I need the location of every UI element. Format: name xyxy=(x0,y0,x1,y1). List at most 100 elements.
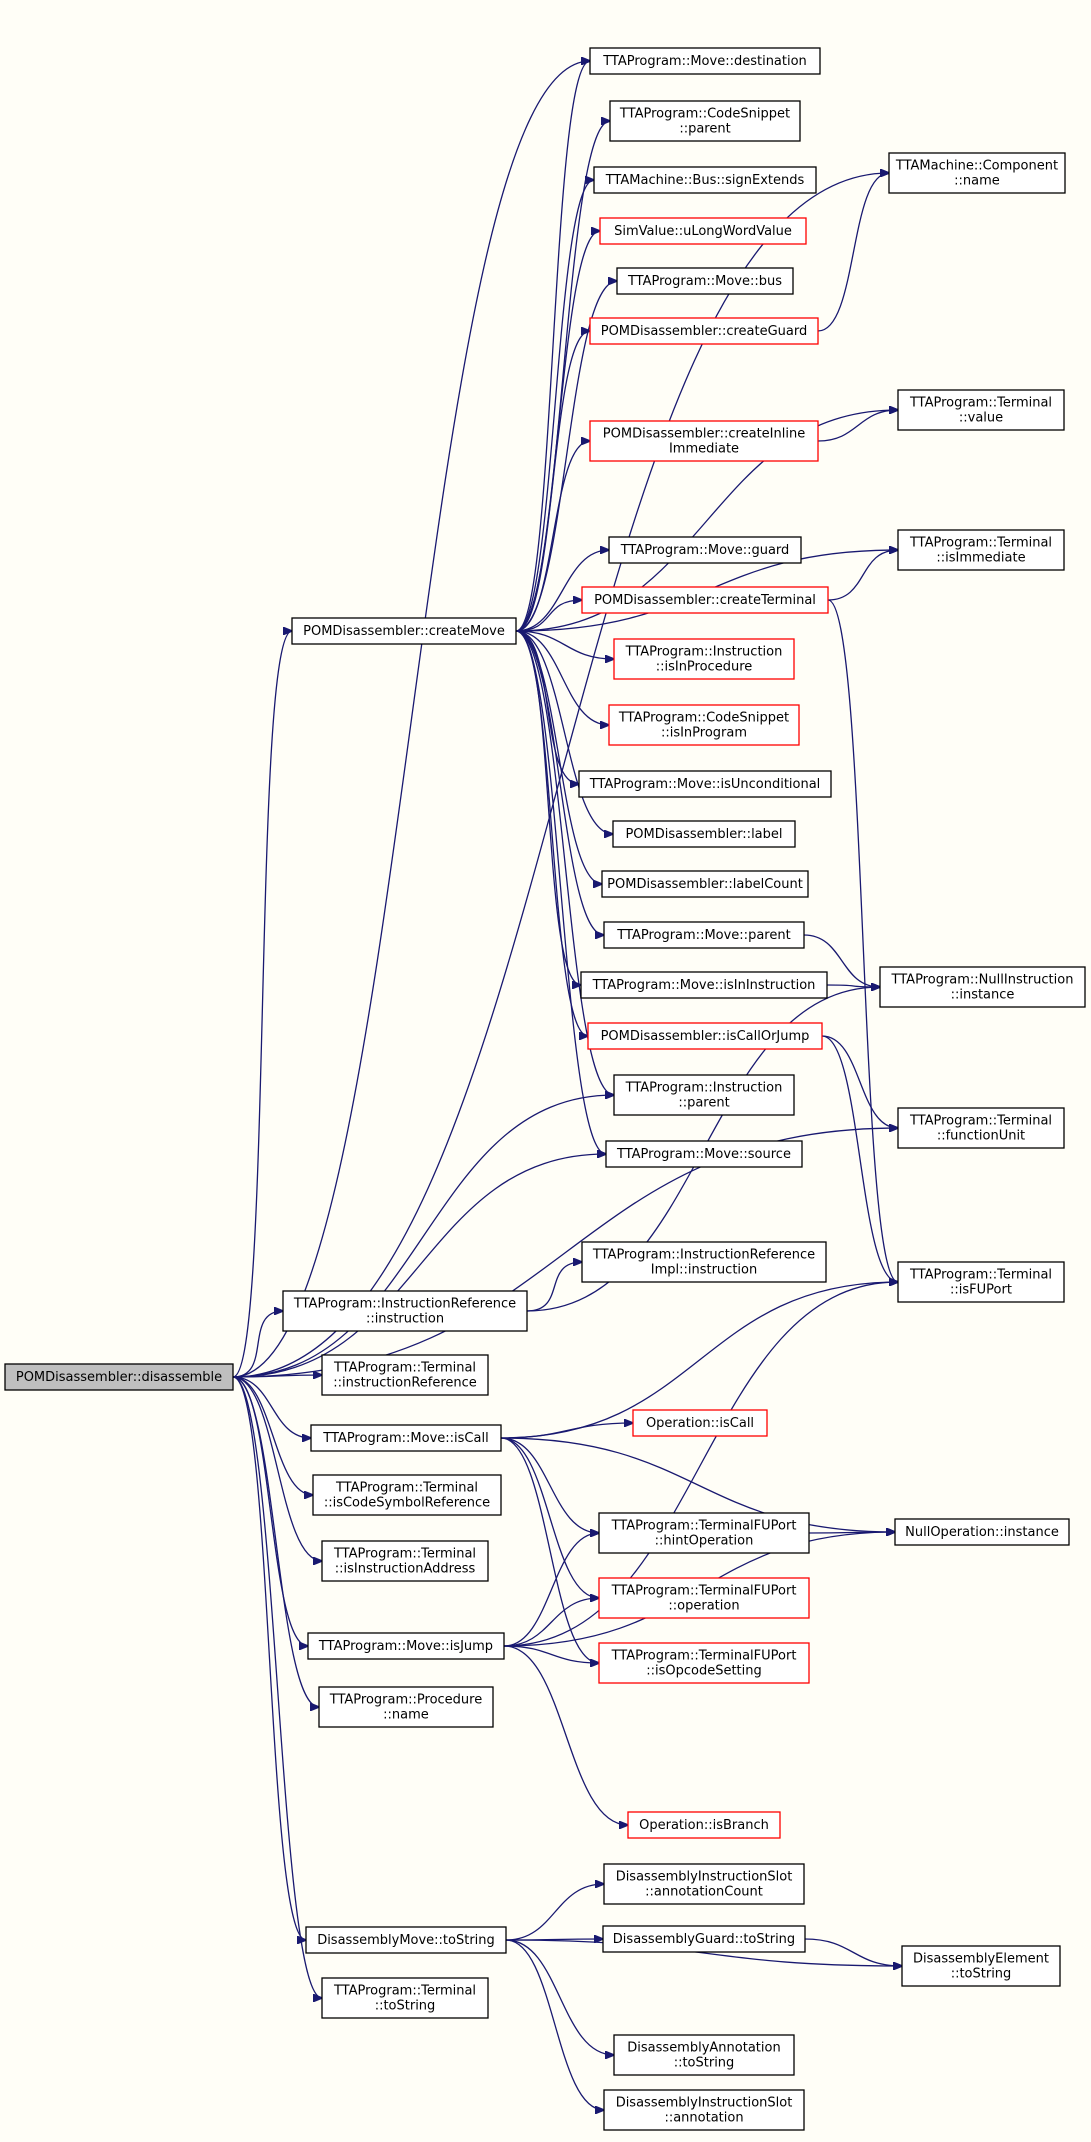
node-instrIsInProcedure[interactable]: TTAProgram::Instruction::isInProcedure xyxy=(613,638,795,680)
node-terminalToString[interactable]: TTAProgram::Terminal::toString xyxy=(321,1977,489,2019)
call-edge-disassemble-to-terminalToString xyxy=(232,1376,322,1998)
node-moveGuard[interactable]: TTAProgram::Move::guard xyxy=(608,536,802,564)
node-isCallOrJump[interactable]: POMDisassembler::isCallOrJump xyxy=(587,1022,823,1050)
node-codeSnippetParent[interactable]: TTAProgram::CodeSnippet::parent xyxy=(609,100,801,142)
node-label-line: ::annotation xyxy=(664,2111,743,2126)
node-slotAnnotation[interactable]: DisassemblyInstructionSlot::annotation xyxy=(603,2089,805,2131)
node-disassemble[interactable]: POMDisassembler::disassemble xyxy=(4,1363,234,1391)
node-operationIsCall[interactable]: Operation::isCall xyxy=(632,1409,768,1437)
call-edge-disassemble-to-moveDestination xyxy=(232,61,590,1378)
call-edge-isCallOrJump-to-terminalIsFUPort xyxy=(821,1035,898,1282)
node-moveIsJump[interactable]: TTAProgram::Move::isJump xyxy=(307,1632,505,1660)
node-moveIsInInstruction[interactable]: TTAProgram::Move::isInInstruction xyxy=(580,971,828,999)
node-label-line: POMDisassembler::createInline xyxy=(603,427,805,442)
node-label-line: TTAProgram::Terminal xyxy=(909,1114,1052,1129)
node-createGuard[interactable]: POMDisassembler::createGuard xyxy=(589,317,819,345)
node-createMove[interactable]: POMDisassembler::createMove xyxy=(291,617,517,645)
node-pomLabelCount[interactable]: POMDisassembler::labelCount xyxy=(601,870,809,898)
node-pomLabel[interactable]: POMDisassembler::label xyxy=(612,820,796,848)
node-nullOperationInstance[interactable]: NullOperation::instance xyxy=(894,1518,1070,1546)
node-disGuardToString[interactable]: DisassemblyGuard::toString xyxy=(602,1925,806,1953)
node-box xyxy=(608,704,800,746)
call-edge-createTerminal-to-terminalIsImmediate xyxy=(827,550,898,601)
node-fuPortIsOpcodeSetting[interactable]: TTAProgram::TerminalFUPort::isOpcodeSett… xyxy=(598,1642,810,1684)
node-moveDestination[interactable]: TTAProgram::Move::destination xyxy=(589,47,821,75)
node-irImplInstruction[interactable]: TTAProgram::InstructionReferenceImpl::in… xyxy=(581,1241,827,1283)
node-layer: POMDisassembler::disassemble POMDisassemb… xyxy=(4,47,1086,2131)
call-edge-moveParent-to-nullInstructionInstance xyxy=(803,934,880,987)
node-label-line: TTAProgram::TerminalFUPort xyxy=(611,1519,797,1534)
node-box xyxy=(888,152,1066,194)
node-label-line: TTAProgram::Terminal xyxy=(335,1481,478,1496)
node-label-line: ::isInstructionAddress xyxy=(335,1562,476,1577)
node-procedureName[interactable]: TTAProgram::Procedure::name xyxy=(318,1686,494,1728)
node-label-line: Impl::instruction xyxy=(651,1263,757,1278)
node-busSignExtends[interactable]: TTAMachine::Bus::signExtends xyxy=(593,166,817,194)
call-edge-createMove-to-createInlineImmediate xyxy=(515,441,590,632)
node-componentName[interactable]: TTAMachine::Component::name xyxy=(888,152,1066,194)
node-fuPortOperation[interactable]: TTAProgram::TerminalFUPort::operation xyxy=(598,1577,810,1619)
node-irInstruction[interactable]: TTAProgram::InstructionReference::instru… xyxy=(282,1290,528,1332)
node-slotAnnotationCount[interactable]: DisassemblyInstructionSlot::annotationCo… xyxy=(603,1863,805,1905)
node-box xyxy=(598,1512,810,1554)
node-operationIsBranch[interactable]: Operation::isBranch xyxy=(627,1811,781,1839)
node-moveBus[interactable]: TTAProgram::Move::bus xyxy=(616,267,794,295)
node-moveParent[interactable]: TTAProgram::Move::parent xyxy=(603,921,805,949)
node-label-line: POMDisassembler::labelCount xyxy=(607,877,803,892)
node-uLongWordValue[interactable]: SimValue::uLongWordValue xyxy=(599,217,807,245)
node-moveIsUnconditional[interactable]: TTAProgram::Move::isUnconditional xyxy=(578,770,832,798)
node-label-line: ::instructionReference xyxy=(333,1376,477,1391)
node-label-line: POMDisassembler::createTerminal xyxy=(594,593,816,608)
call-edge-disassemble-to-procedureName xyxy=(232,1376,319,1707)
node-terminalFunctionUnit[interactable]: TTAProgram::Terminal::functionUnit xyxy=(897,1107,1065,1149)
call-edge-disMoveToString-to-disAnnotationToString xyxy=(505,1939,614,2055)
call-edge-disMoveToString-to-disElementToString xyxy=(505,1939,902,1966)
node-box xyxy=(593,166,817,194)
node-label-line: Immediate xyxy=(669,442,739,457)
node-box xyxy=(901,1945,1061,1987)
node-box xyxy=(318,1686,494,1728)
node-moveIsCall[interactable]: TTAProgram::Move::isCall xyxy=(310,1424,502,1452)
call-edge-createMove-to-instructionParent xyxy=(515,630,614,1095)
node-box xyxy=(578,770,832,798)
node-terminalIsCodeSymbolReference[interactable]: TTAProgram::Terminal::isCodeSymbolRefere… xyxy=(312,1474,502,1516)
node-terminalIsFUPort[interactable]: TTAProgram::Terminal::isFUPort xyxy=(897,1261,1065,1303)
node-nullInstructionInstance[interactable]: TTAProgram::NullInstruction::instance xyxy=(879,966,1086,1008)
node-label-line: DisassemblyGuard::toString xyxy=(613,1932,795,1947)
node-disElementToString[interactable]: DisassemblyElement::toString xyxy=(901,1945,1061,1987)
node-disAnnotationToString[interactable]: DisassemblyAnnotation::toString xyxy=(613,2034,795,2076)
node-label-line: ::parent xyxy=(678,1096,729,1111)
node-label-line: ::hintOperation xyxy=(655,1534,754,1549)
call-edge-disMoveToString-to-slotAnnotationCount xyxy=(505,1884,604,1941)
node-label-line: DisassemblyInstructionSlot xyxy=(616,2096,793,2111)
node-box xyxy=(587,1022,823,1050)
node-terminalInstructionReference[interactable]: TTAProgram::Terminal::instructionReferen… xyxy=(321,1354,489,1396)
node-box xyxy=(632,1409,768,1437)
node-label-line: TTAProgram::Instruction xyxy=(625,1081,783,1096)
node-box xyxy=(602,1925,806,1953)
node-box xyxy=(321,1540,489,1582)
call-edge-createMove-to-uLongWordValue xyxy=(515,231,600,632)
node-terminalIsImmediate[interactable]: TTAProgram::Terminal::isImmediate xyxy=(897,529,1065,571)
node-disMoveToString[interactable]: DisassemblyMove::toString xyxy=(305,1926,507,1954)
call-edge-moveIsJump-to-fuPortOperation xyxy=(503,1598,599,1647)
node-terminalValue[interactable]: TTAProgram::Terminal::value xyxy=(897,389,1065,431)
node-terminalIsInstructionAddress[interactable]: TTAProgram::Terminal::isInstructionAddre… xyxy=(321,1540,489,1582)
call-edge-disassemble-to-moveSource xyxy=(232,1154,606,1378)
node-box xyxy=(598,1642,810,1684)
node-box xyxy=(581,586,829,614)
node-codeSnippetIsInProgram[interactable]: TTAProgram::CodeSnippet::isInProgram xyxy=(608,704,800,746)
node-instructionParent[interactable]: TTAProgram::Instruction::parent xyxy=(613,1074,795,1116)
node-label-line: DisassemblyAnnotation xyxy=(627,2041,780,2056)
call-edge-createMove-to-busSignExtends xyxy=(515,180,594,632)
node-fuPortHintOperation[interactable]: TTAProgram::TerminalFUPort::hintOperatio… xyxy=(598,1512,810,1554)
node-box xyxy=(589,317,819,345)
call-edge-moveIsCall-to-fuPortIsOpcodeSetting xyxy=(500,1437,599,1663)
node-createTerminal[interactable]: POMDisassembler::createTerminal xyxy=(581,586,829,614)
node-box xyxy=(608,536,802,564)
node-moveSource[interactable]: TTAProgram::Move::source xyxy=(605,1140,803,1168)
node-box xyxy=(321,1977,489,2019)
node-label-line: ::instruction xyxy=(366,1312,444,1327)
call-edge-moveIsCall-to-nullOperationInstance xyxy=(500,1437,895,1532)
